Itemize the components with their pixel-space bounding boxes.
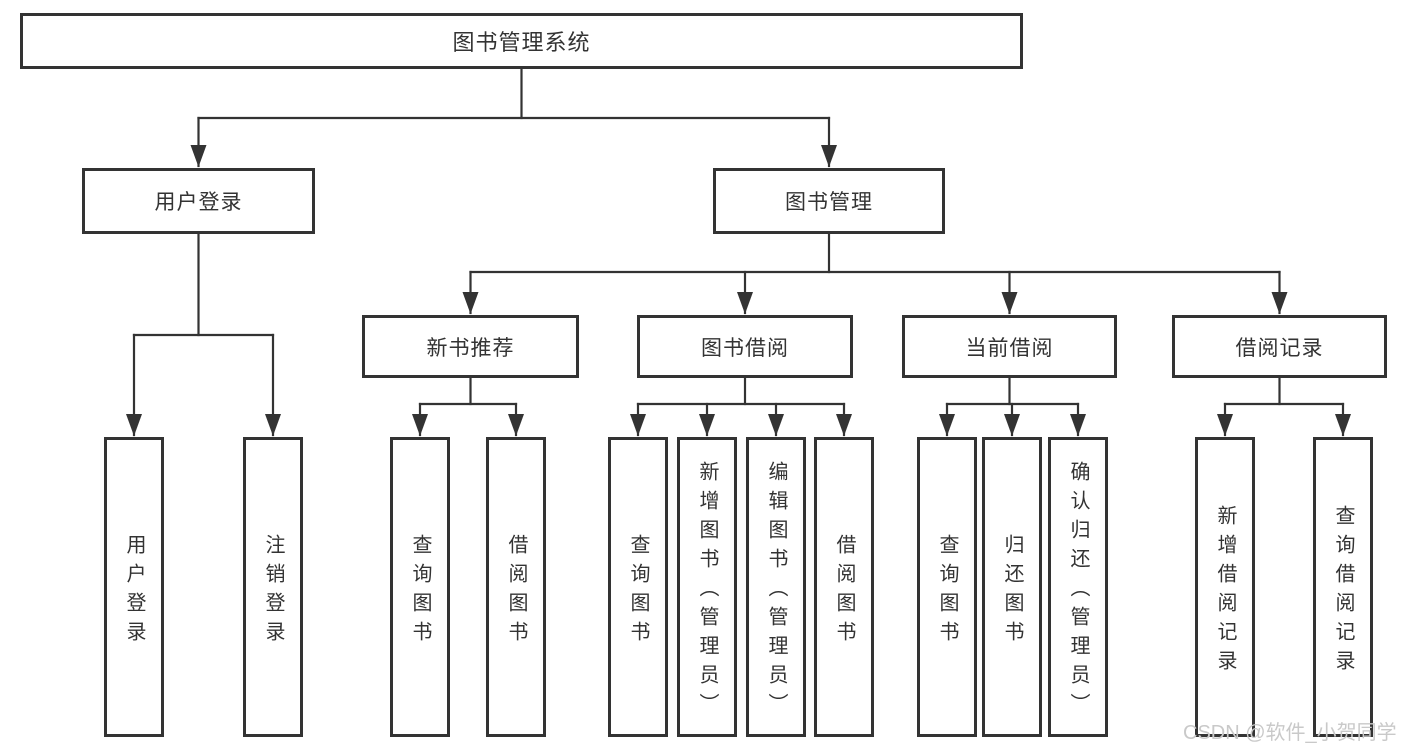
node-label: 查询图书 — [409, 533, 431, 650]
leaf-confirm-return-admin: 确认归还（管理员） — [1048, 437, 1108, 737]
node-label: 归还图书 — [1001, 533, 1023, 650]
node-label: 确认归还（管理员） — [1067, 461, 1089, 722]
leaf-edit-books-admin: 编辑图书（管理员） — [746, 437, 806, 737]
node-label: 查询图书 — [936, 533, 958, 650]
node-new-book-recommend: 新书推荐 — [362, 315, 579, 378]
node-label: 新书推荐 — [426, 336, 515, 360]
leaf-query-books: 查询图书 — [608, 437, 668, 737]
node-label: 借阅图书 — [505, 533, 527, 650]
leaf-return-books: 归还图书 — [982, 437, 1042, 737]
leaf-add-books-admin: 新增图书（管理员） — [677, 437, 737, 737]
node-label: 查询图书 — [627, 533, 649, 650]
node-system-root: 图书管理系统 — [20, 13, 1023, 69]
leaf-query-borrow-record: 查询借阅记录 — [1313, 437, 1373, 737]
node-label: 图书管理 — [785, 191, 873, 214]
node-label: 查询借阅记录 — [1332, 504, 1354, 679]
node-label: 图书借阅 — [701, 336, 789, 360]
node-book-borrow: 图书借阅 — [637, 315, 853, 378]
node-label: 图书管理系统 — [452, 30, 591, 55]
node-label: 新增借阅记录 — [1214, 504, 1236, 679]
csdn-watermark: CSDN @软件_小贺同学 — [1183, 722, 1397, 744]
node-book-management: 图书管理 — [713, 168, 945, 234]
node-label: 用户登录 — [154, 191, 243, 214]
node-borrow-records: 借阅记录 — [1172, 315, 1387, 378]
node-label: 当前借阅 — [965, 336, 1054, 360]
leaf-query-books: 查询图书 — [390, 437, 450, 737]
node-current-borrow: 当前借阅 — [902, 315, 1117, 378]
leaf-query-books: 查询图书 — [917, 437, 977, 737]
node-label: 注销登录 — [262, 533, 284, 650]
node-label: 编辑图书（管理员） — [765, 461, 787, 722]
leaf-add-borrow-record: 新增借阅记录 — [1195, 437, 1255, 737]
node-user-login: 用户登录 — [82, 168, 315, 234]
leaf-user-login: 用户登录 — [104, 437, 164, 737]
node-label: 新增图书（管理员） — [696, 461, 718, 722]
leaf-borrow-books: 借阅图书 — [486, 437, 546, 737]
leaf-borrow-books: 借阅图书 — [814, 437, 874, 737]
node-label: 用户登录 — [123, 533, 145, 650]
node-label: 借阅图书 — [833, 533, 855, 650]
node-label: 借阅记录 — [1235, 336, 1324, 360]
leaf-logout: 注销登录 — [243, 437, 303, 737]
